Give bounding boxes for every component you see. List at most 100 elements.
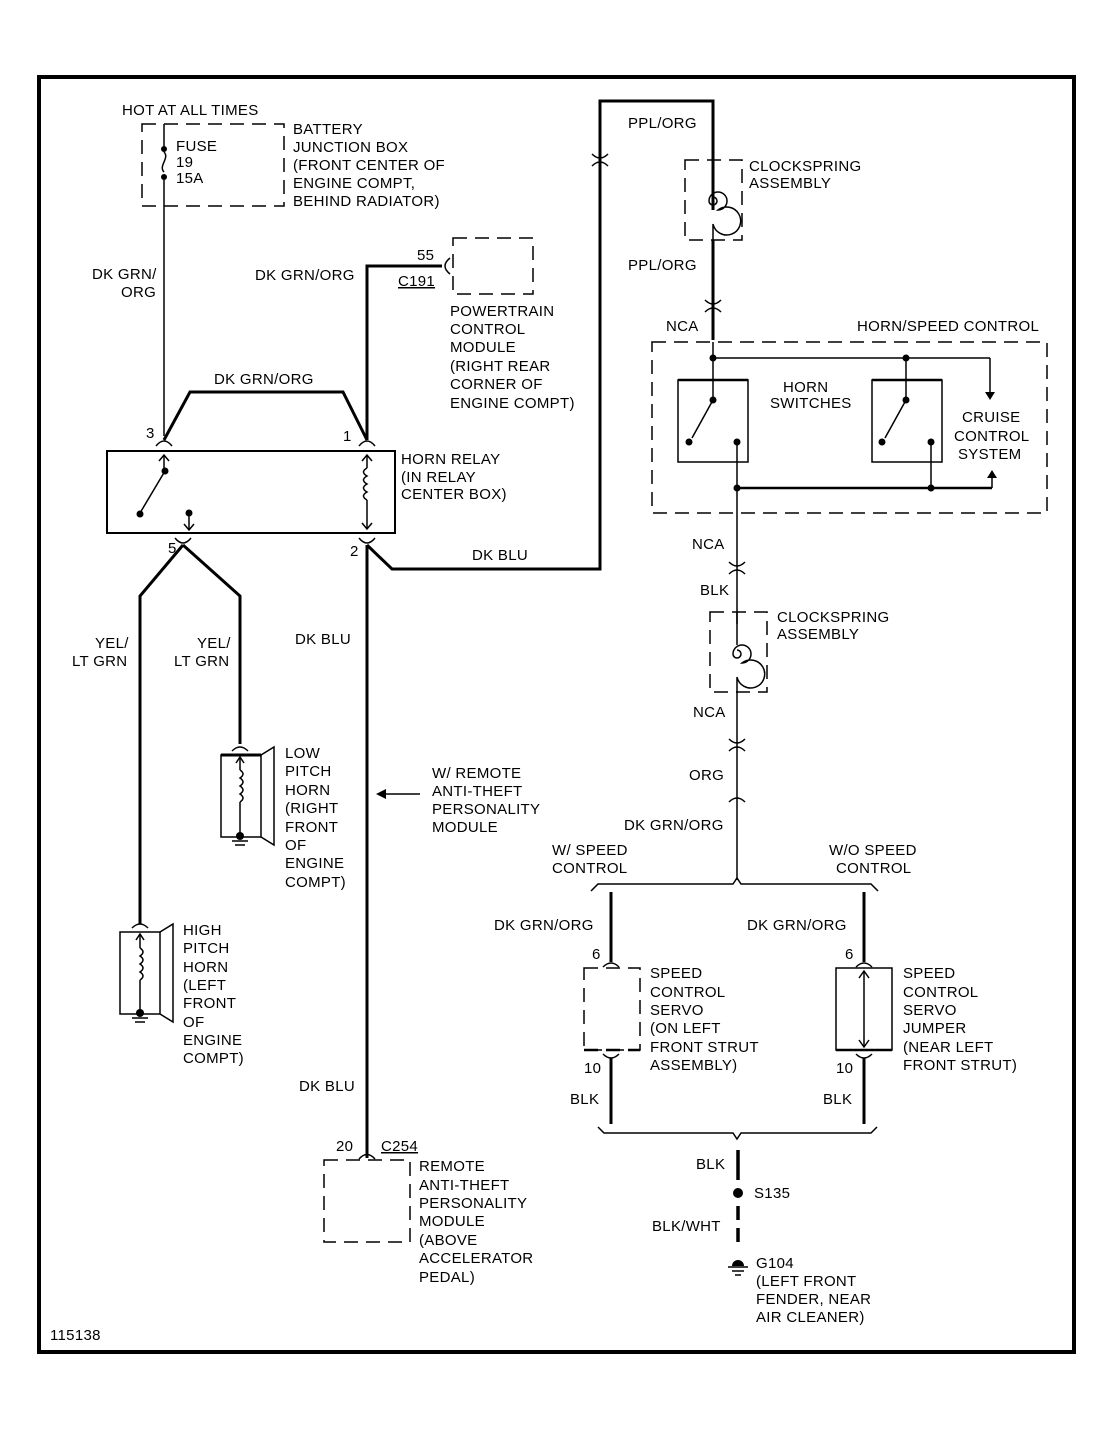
fuse-label: FUSE [176, 138, 217, 155]
desc-line: PEDAL) [419, 1269, 475, 1286]
horn-relay-box [106, 450, 396, 534]
switch-contact [136, 510, 144, 518]
desc-line: FRONT [285, 819, 338, 836]
jumper-desc: SPEED CONTROL SERVO JUMPER (NEAR LEFT FR… [903, 965, 1017, 1074]
desc-line: ENGINE COMPT, [293, 175, 415, 192]
wire-label: DK BLU [295, 631, 351, 648]
switch-contact [878, 438, 886, 446]
jumper-pin-out: 10 [836, 1060, 853, 1077]
ground-icon [136, 1009, 144, 1017]
switch-contact [685, 438, 693, 446]
desc-line: AIR CLEANER) [756, 1309, 865, 1326]
arrow-icon [858, 969, 870, 1049]
servo-pin-out: 10 [584, 1060, 601, 1077]
arrow-icon [183, 523, 195, 532]
servo-desc: SPEED CONTROL SERVO (ON LEFT FRONT STRUT… [650, 965, 759, 1074]
wire-label: BLK [700, 582, 729, 599]
wire-label: DK BLU [299, 1078, 355, 1095]
hot-at-all-times-label: HOT AT ALL TIMES [122, 102, 259, 119]
desc-line: CENTER BOX) [401, 486, 507, 503]
desc-line: PITCH [183, 940, 230, 957]
desc-line: OF [285, 837, 306, 854]
rap-desc: REMOTE ANTI-THEFT PERSONALITY MODULE (AB… [419, 1158, 533, 1286]
horn-bell-icon [260, 745, 275, 847]
inline-connector-icon [728, 797, 746, 803]
desc-line: POWERTRAIN [450, 303, 554, 320]
jumper-pin-in: 6 [845, 946, 854, 963]
diagram-frame [37, 75, 1076, 1354]
connector-c254-label: C254 [381, 1138, 418, 1155]
pin-1-connector-icon [358, 440, 376, 447]
merge-bracket [597, 1126, 878, 1141]
horn-coil-icon [138, 947, 144, 981]
arrow-icon [985, 392, 995, 400]
wire-yel-ltgrn-high [138, 544, 185, 924]
option-with-speed-label: W/ SPEED [552, 842, 628, 859]
switch-arm-icon [691, 399, 714, 439]
connector-icon [131, 923, 149, 929]
rap-pin-number: 20 [336, 1138, 353, 1155]
desc-line: COMPT) [183, 1050, 244, 1067]
wire-label: DK GRN/ORG [747, 917, 847, 934]
desc-line: SPEED [650, 965, 702, 982]
pcm-desc: POWERTRAIN CONTROL MODULE (RIGHT REAR CO… [450, 303, 574, 412]
relay-pin-3: 3 [146, 425, 155, 442]
connector-icon [855, 1053, 873, 1059]
wire-label: DK GRN/ORG [494, 917, 594, 934]
desc-line: ASSEMBLY) [650, 1057, 737, 1074]
desc-line: CLOCKSPRING [749, 158, 862, 175]
note-line: PERSONALITY [432, 801, 540, 818]
desc-line: ENGINE [285, 855, 344, 872]
arrow-icon [987, 470, 997, 478]
ground-icon [236, 832, 244, 840]
wire-label: YEL/ [197, 635, 231, 652]
desc-line: SPEED [903, 965, 955, 982]
desc-line: (RIGHT [285, 800, 338, 817]
wire-label: ORG [689, 767, 724, 784]
switch-arm-icon [884, 399, 907, 439]
inline-connector-icon [704, 299, 722, 313]
switch-arm-icon [139, 470, 166, 514]
desc-line: (NEAR LEFT [903, 1039, 994, 1056]
desc-line: FENDER, NEAR [756, 1291, 871, 1308]
horn-switches-label: HORN [783, 379, 828, 396]
desc-line: HORN [183, 959, 228, 976]
desc-line: PITCH [285, 763, 332, 780]
wire-label: BLK/WHT [652, 1218, 721, 1235]
figure-id: 115138 [50, 1327, 101, 1344]
speed-control-servo [583, 967, 641, 1051]
desc-line: CONTROL [650, 984, 725, 1001]
option-without-speed-label: CONTROL [836, 860, 911, 877]
arrow-icon [235, 755, 245, 764]
splice-label: S135 [754, 1185, 790, 1202]
desc-line: MODULE [450, 339, 516, 356]
horn-body [220, 754, 262, 838]
connector-icon [602, 1053, 620, 1059]
option-without-speed-label: W/O SPEED [829, 842, 917, 859]
desc-line: JUNCTION BOX [293, 139, 408, 156]
connector-icon [231, 746, 249, 752]
desc-line: CONTROL [450, 321, 525, 338]
arrow-icon [135, 932, 145, 941]
cruise-control-label: SYSTEM [958, 446, 1021, 463]
rap-arrow-icon [376, 789, 420, 799]
ground-g104-icon [728, 1260, 748, 1276]
desc-line: (ABOVE [419, 1232, 477, 1249]
fuse-terminal-bottom [161, 174, 167, 180]
desc-line: (LEFT [183, 977, 226, 994]
horn-relay: 3 1 5 2 HORN RELAY (IN RELAY CENTER BOX) [106, 425, 507, 560]
fuse-icon [161, 151, 167, 173]
fuse-rating: 15A [176, 170, 204, 187]
desc-line: HIGH [183, 922, 222, 939]
wire-label: YEL/ [95, 635, 129, 652]
wire-label: PPL/ORG [628, 257, 697, 274]
wire-label: DK BLU [472, 547, 528, 564]
cruise-control-label: CRUISE [962, 409, 1020, 426]
desc-line: FRONT STRUT) [903, 1057, 1017, 1074]
desc-line: SERVO [650, 1002, 704, 1019]
inline-connector-icon [728, 561, 746, 575]
remote-anti-theft-personality-module [323, 1159, 411, 1243]
clockspring-assembly-bottom [709, 611, 768, 693]
desc-line: COMPT) [285, 874, 346, 891]
connector-c254-icon [358, 1153, 376, 1160]
